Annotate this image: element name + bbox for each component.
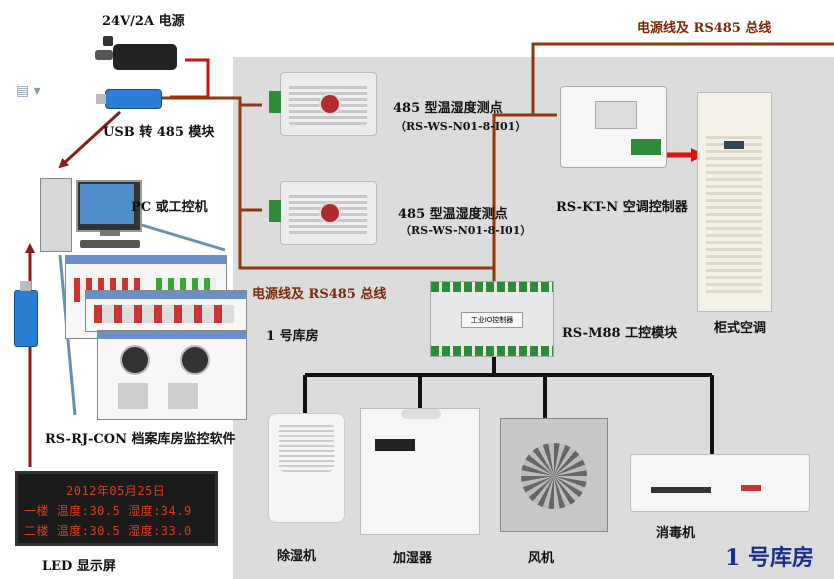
bus-mid-label: 电源线及 RS485 总线 bbox=[252, 287, 387, 302]
led-line-floor1: 一楼 温度:30.5 湿度:34.9 bbox=[24, 504, 192, 518]
usb-stick-image bbox=[14, 281, 38, 347]
control-module-label: RS-M88 工控模块 bbox=[562, 326, 678, 341]
led-line-floor2: 二楼 温度:30.5 湿度:33.0 bbox=[24, 524, 192, 538]
fan-label: 风机 bbox=[528, 551, 555, 566]
led-display: 2012年05月25日 一楼 温度:30.5 湿度:34.9 二楼 温度:30.… bbox=[15, 471, 218, 546]
ac-controller-label: RS-KT-N 空调控制器 bbox=[556, 200, 688, 215]
power-supply-label: 24V/2A 电源 bbox=[102, 14, 185, 29]
software-screenshot-3 bbox=[97, 330, 247, 420]
dehumidifier-label: 除湿机 bbox=[277, 549, 317, 564]
ac-controller-image bbox=[560, 86, 667, 168]
bus-line-main bbox=[160, 42, 834, 270]
sterilizer-label: 消毒机 bbox=[656, 526, 696, 541]
led-display-label: LED 显示屏 bbox=[42, 559, 116, 574]
pc-label: PC 或工控机 bbox=[131, 200, 208, 215]
fan-image bbox=[500, 418, 608, 532]
control-module-panel-text: 工业IO控制器 bbox=[461, 312, 523, 328]
control-module-image: 工业IO控制器 bbox=[430, 281, 554, 357]
led-line-date: 2012年05月25日 bbox=[66, 484, 166, 498]
sensor2-title: 485 型温湿度测点 bbox=[398, 207, 508, 222]
cabinet-ac-image bbox=[697, 92, 772, 312]
document-icon: ▤ ▾ bbox=[16, 83, 41, 99]
arrow-usb-pc bbox=[58, 110, 122, 169]
humidity-sensor-2 bbox=[269, 181, 377, 245]
humidifier-image bbox=[360, 408, 480, 535]
warehouse-small-label: 1 号库房 bbox=[266, 329, 319, 344]
humidity-sensor-1 bbox=[269, 72, 377, 136]
sensor1-title: 485 型温湿度测点 bbox=[393, 101, 503, 116]
power-adapter-image bbox=[95, 36, 180, 76]
pc-image bbox=[40, 178, 142, 253]
sterilizer-image bbox=[630, 454, 810, 512]
software-screenshot-2 bbox=[85, 290, 247, 332]
dehumidifier-image bbox=[268, 413, 345, 523]
cabinet-ac-label: 柜式空调 bbox=[714, 321, 767, 336]
warehouse-big-label: 1 号库房 bbox=[725, 545, 814, 571]
humidifier-label: 加湿器 bbox=[393, 551, 433, 566]
software-label: RS-RJ-CON 档案库房监控软件 bbox=[45, 432, 236, 447]
usb-module-label: USB 转 485 模块 bbox=[103, 125, 215, 140]
bus-top-label: 电源线及 RS485 总线 bbox=[637, 21, 772, 36]
sensor1-model: （RS-WS-N01-8-I01） bbox=[395, 120, 527, 133]
sensor2-model: （RS-WS-N01-8-I01） bbox=[400, 224, 532, 237]
usb-485-module-image bbox=[96, 89, 162, 109]
